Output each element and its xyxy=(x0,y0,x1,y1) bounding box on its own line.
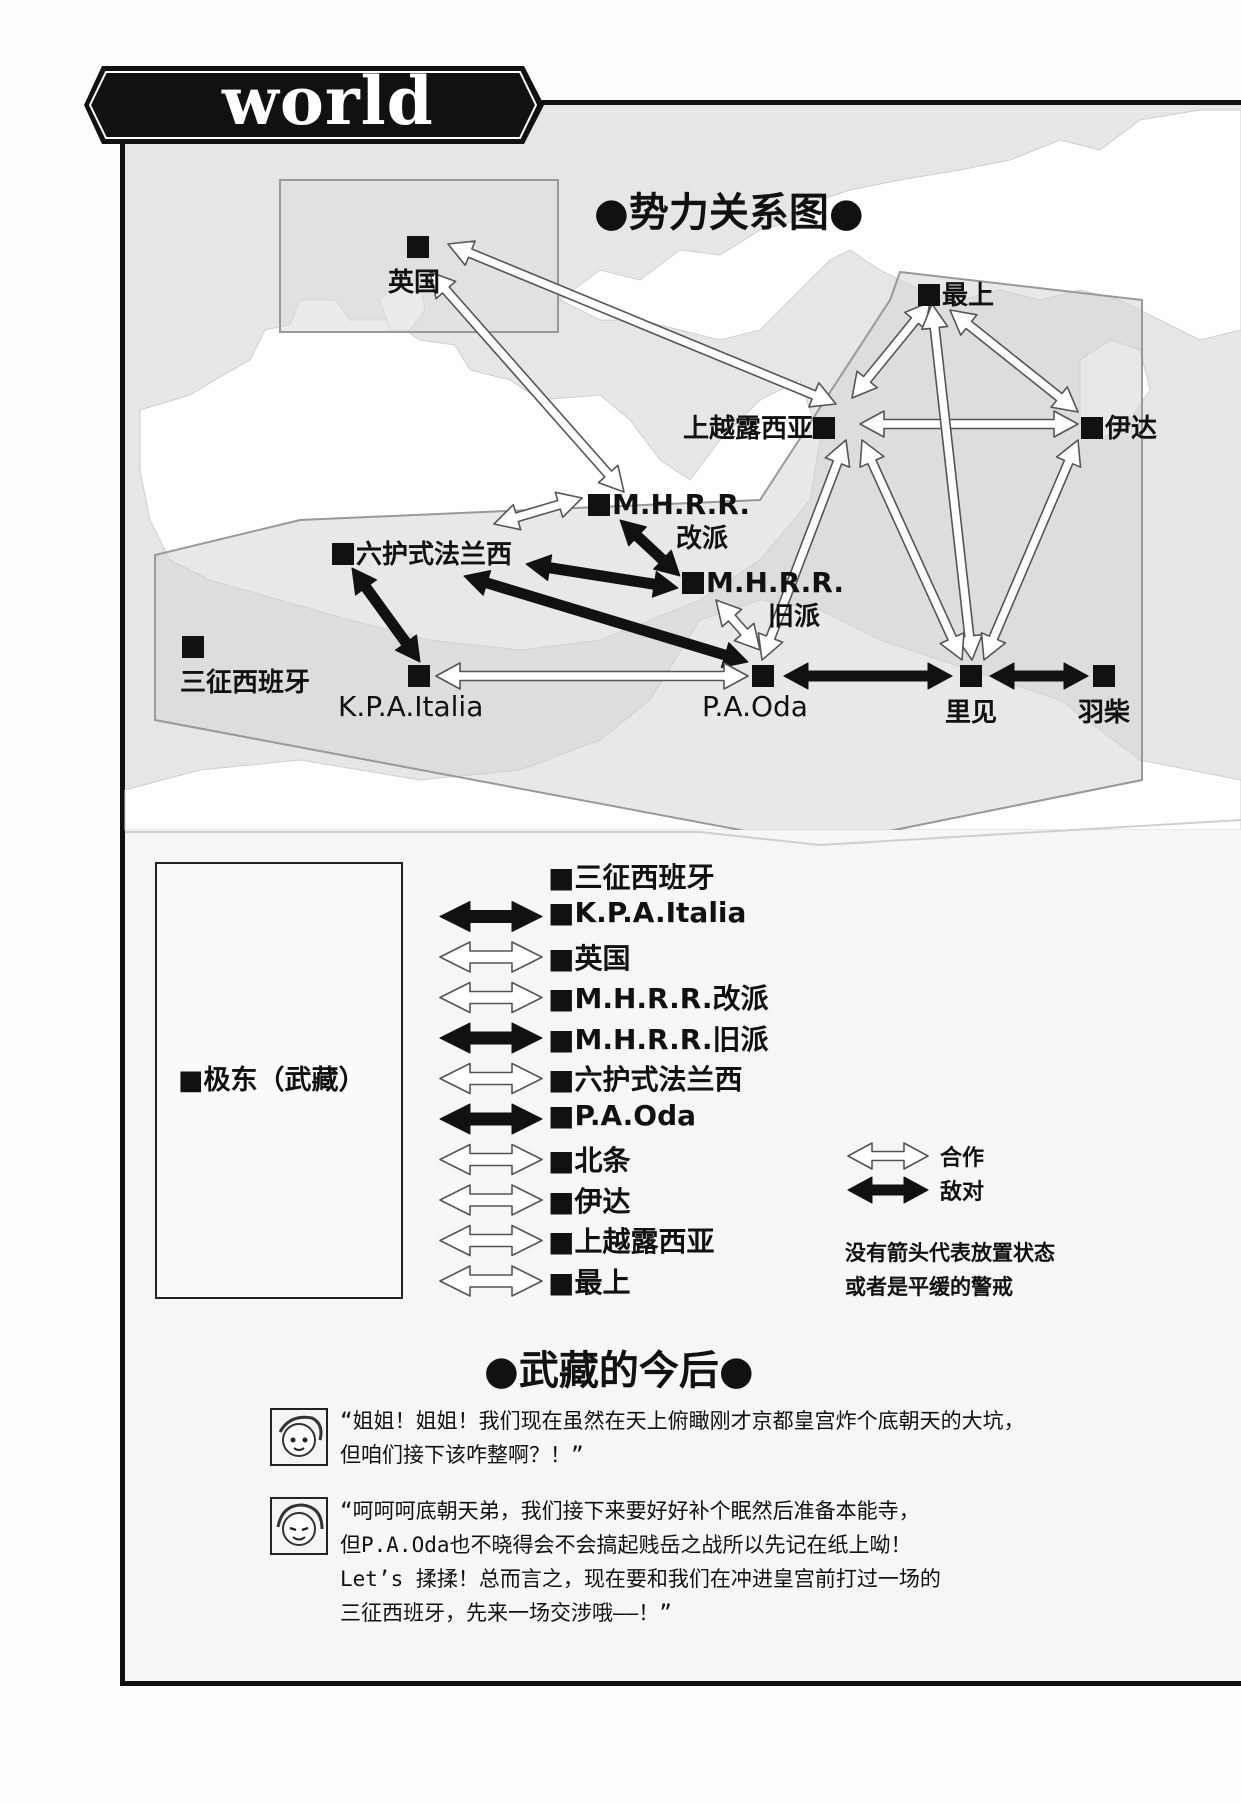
key-arrow-hostile xyxy=(847,1176,929,1204)
relation-arrow-uesugi-date-cooperation xyxy=(859,410,1079,438)
relation-arrow-satomi-hashiba-hostile xyxy=(989,662,1089,690)
legend-item: ■上越露西亚 xyxy=(548,1225,715,1258)
avatar-character-2 xyxy=(270,1497,328,1555)
node-marker-rokugo xyxy=(332,543,354,565)
dialogue-1-line-2: 但咱们接下该咋整啊？！” xyxy=(340,1443,584,1467)
legend-item: ■三征西班牙 xyxy=(548,861,715,894)
avatar-character-1 xyxy=(270,1408,328,1466)
legend-item: ■伊达 xyxy=(548,1185,631,1218)
land-east-asia xyxy=(559,109,1241,341)
legend-arrow-cooperation xyxy=(439,1224,543,1257)
relation-arrow-england-uesugi-cooperation xyxy=(447,240,837,408)
dialogue-1-line-1: “姐姐！姐姐！我们现在虽然在天上俯瞰刚才京都皇宫炸个底朝天的大坑， xyxy=(340,1409,1025,1433)
relation-arrow-date-satomi-cooperation xyxy=(980,439,1082,661)
relation-arrow-mogami-satomi-cooperation xyxy=(920,303,984,661)
legend-arrow-cooperation xyxy=(439,1265,543,1297)
node-marker-mhrr-old xyxy=(682,572,704,594)
legend-arrow-cooperation xyxy=(439,1184,543,1216)
node-sublabel-mhrr-reform: 改派 xyxy=(676,524,729,554)
legend-arrow-hostile xyxy=(439,1022,543,1054)
legend-self-box xyxy=(155,862,403,1299)
node-label-england: 英国 xyxy=(388,268,441,298)
legend-note-2: 或者是平缓的警戒 xyxy=(845,1275,1013,1299)
character-1-icon xyxy=(278,1415,323,1457)
relation-arrow-rokugo-pao-hostile xyxy=(463,570,749,668)
relation-arrow-mhrr_reform-mhrr_old-hostile xyxy=(619,519,681,577)
node-marker-hashiba xyxy=(1093,665,1117,687)
node-label-hashiba: 羽柴 xyxy=(1078,698,1131,728)
legend-arrow-hostile xyxy=(439,901,543,932)
node-marker-uesugi xyxy=(813,417,836,439)
legend-arrow-cooperation xyxy=(439,981,543,1014)
node-marker-pao xyxy=(752,665,776,687)
future-heading: ●武藏的今后● xyxy=(484,1348,754,1394)
relation-arrow-pao-satomi-hostile xyxy=(783,662,953,690)
node-label-mogami: 最上 xyxy=(918,275,994,312)
node-label-tres: 三征西班牙 xyxy=(180,668,311,698)
key-cooperation-label: 合作 xyxy=(940,1146,985,1171)
node-label-rokugo: 六护式法兰西 xyxy=(332,534,512,571)
legend-arrow-cooperation xyxy=(439,1062,543,1095)
legend-arrow-cooperation xyxy=(439,941,543,973)
legend-arrow-hostile xyxy=(439,1103,543,1135)
node-marker-mhrr-reform xyxy=(588,494,610,516)
node-label-satomi: 里见 xyxy=(945,698,998,728)
key-arrow-cooperation xyxy=(847,1142,929,1170)
dialogue-2-line-3: Let’s 揉揉！总而言之，现在要和我们在冲进皇宫前打过一场的 xyxy=(340,1567,941,1591)
legend-arrow-cooperation xyxy=(439,1143,543,1176)
diagram-heading: ●势力关系图● xyxy=(594,190,864,236)
relation-arrow-rokugo-kpa-hostile xyxy=(351,567,421,663)
relation-arrow-mhrr_reform-rokugo-cooperation xyxy=(493,491,583,531)
relation-arrow-rokugo-mhrr_old-hostile xyxy=(525,554,679,598)
node-label-pao: P.A.Oda xyxy=(702,690,808,723)
relation-arrow-england-mhrr_reform-cooperation xyxy=(429,271,625,493)
dialogue-2-line-4: 三征西班牙，先来一场交涉哦——！” xyxy=(340,1601,672,1625)
node-marker-mogami xyxy=(918,284,940,306)
node-marker-satomi xyxy=(960,665,984,687)
node-sublabel-mhrr-old: 旧派 xyxy=(768,602,821,632)
node-marker-tres xyxy=(182,636,206,658)
legend-item: ■K.P.A.Italia xyxy=(548,896,747,929)
key-hostile-label: 敌对 xyxy=(940,1180,985,1205)
title-tab xyxy=(84,66,544,144)
node-marker-kpa xyxy=(408,665,432,687)
legend-item: ■北条 xyxy=(548,1144,631,1177)
node-england xyxy=(407,236,431,258)
region-box-continent xyxy=(154,270,1143,847)
corner-title: world xyxy=(222,62,434,140)
relation-arrow-uesugi-satomi-cooperation xyxy=(859,439,965,661)
node-label-mhrr-old: M.H.R.R. xyxy=(682,566,844,599)
node-label-date: 伊达 xyxy=(1081,408,1157,445)
legend-item: ■P.A.Oda xyxy=(548,1099,697,1132)
legend-item: ■六护式法兰西 xyxy=(548,1063,743,1096)
relation-arrow-kpa-pao-cooperation xyxy=(435,662,749,690)
dialogue-2-line-1: “呵呵呵底朝天弟，我们接下来要好好补个眠然后准备本能寺， xyxy=(340,1499,920,1523)
legend-item: ■M.H.R.R.旧派 xyxy=(548,1023,769,1056)
relation-arrow-mogami-date-cooperation xyxy=(949,309,1079,413)
relation-arrow-uesugi-pao-cooperation xyxy=(757,439,851,661)
legend-item: ■M.H.R.R.改派 xyxy=(548,982,769,1015)
legend-note-1: 没有箭头代表放置状态 xyxy=(845,1241,1055,1265)
node-marker-date xyxy=(1081,417,1103,439)
header-rule xyxy=(540,100,1241,105)
legend-item: ■英国 xyxy=(548,942,631,975)
legend-self-label: ■极东（武藏） xyxy=(178,1065,366,1096)
node-label-mhrr-reform: M.H.R.R. xyxy=(588,488,750,521)
dialogue-2-line-2: 但P.A.Oda也不晓得会不会搞起贱岳之战所以先记在纸上呦！ xyxy=(340,1533,912,1557)
node-label-kpa: K.P.A.Italia xyxy=(338,690,484,723)
node-label-uesugi: 上越露西亚 xyxy=(683,408,837,445)
legend-item: ■最上 xyxy=(548,1266,631,1299)
character-2-icon xyxy=(276,1503,324,1546)
